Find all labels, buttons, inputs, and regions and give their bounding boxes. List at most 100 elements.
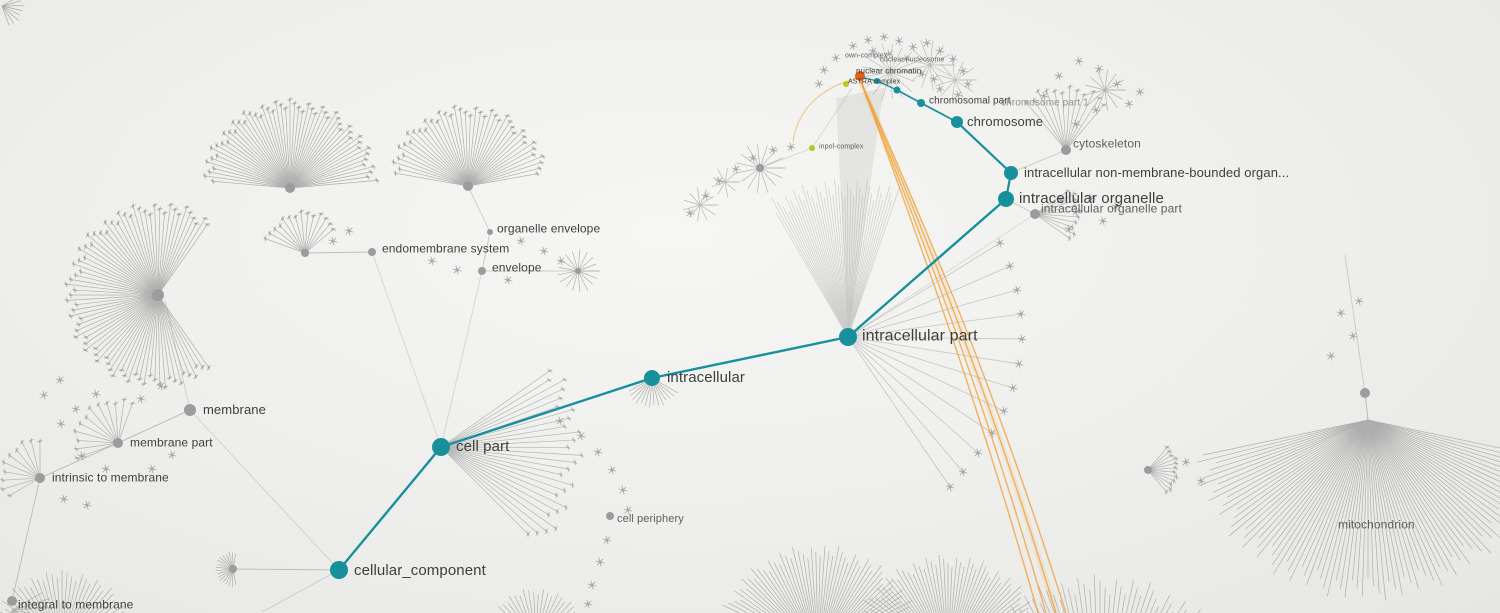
graph-node-gray[interactable] xyxy=(229,565,237,573)
term-burst-glyph xyxy=(595,557,605,567)
term-burst-glyph xyxy=(1326,351,1336,361)
node-label-integral-to-membrane[interactable]: integral to membrane xyxy=(18,597,134,612)
term-burst-glyph xyxy=(167,450,177,460)
graph-node-gray[interactable] xyxy=(1061,145,1071,155)
term-burst-glyph xyxy=(587,580,597,590)
node-label-envelope[interactable]: envelope xyxy=(492,260,542,275)
term-burst-glyph xyxy=(56,419,66,429)
graph-node-gray[interactable] xyxy=(152,289,164,301)
radial-fan xyxy=(1147,445,1179,495)
node-label-chromosomal-part[interactable]: chromosomal part xyxy=(929,95,1011,107)
node-label-own-complex[interactable]: own-complex xyxy=(845,52,888,60)
graph-node-gray[interactable] xyxy=(285,183,295,193)
graph-node-gray[interactable] xyxy=(1030,209,1040,219)
node-label-mitochondrion[interactable]: mitochondrion xyxy=(1338,517,1415,532)
graph-node-gray[interactable] xyxy=(301,249,309,257)
graph-node-cellular-component[interactable] xyxy=(330,561,348,579)
graph-node-gray[interactable] xyxy=(606,512,614,520)
term-burst-glyph xyxy=(768,145,778,155)
term-burst-glyph xyxy=(583,599,593,609)
term-burst-glyph xyxy=(1005,261,1015,271)
term-burst-glyph xyxy=(91,389,101,399)
node-label-inpol-complex[interactable]: inpol-complex xyxy=(819,143,864,151)
term-burst-glyph xyxy=(731,164,741,174)
term-burst-glyph xyxy=(1354,296,1364,306)
nodes-layer xyxy=(7,71,1370,606)
node-label-membrane[interactable]: membrane xyxy=(203,402,266,418)
term-burst-glyph xyxy=(814,79,824,89)
intracellular-part-spokes xyxy=(847,242,1023,488)
term-burst-glyph xyxy=(503,275,513,285)
radial-fan xyxy=(263,209,336,254)
graph-node-chromosomal-part[interactable] xyxy=(917,99,925,107)
radial-fan xyxy=(440,368,584,537)
term-burst-glyph xyxy=(328,236,338,246)
radial-fan xyxy=(860,43,918,101)
graph-node-cell-part[interactable] xyxy=(432,438,450,456)
graph-node-chromatin-link-2[interactable] xyxy=(874,78,880,84)
term-burst-glyph xyxy=(556,256,566,266)
term-burst-glyph xyxy=(1012,285,1022,295)
node-label-nuclear-nucleosome[interactable]: nuclear nucleosome xyxy=(880,56,945,64)
graph-node-gray[interactable] xyxy=(463,181,473,191)
node-label-chromosome[interactable]: chromosome xyxy=(967,114,1044,130)
node-label-astra-complex[interactable]: ASTRA complex xyxy=(848,78,901,86)
term-burst-glyph xyxy=(136,394,146,404)
node-label-organelle-envelope[interactable]: organelle envelope xyxy=(497,221,601,236)
term-burst-glyph xyxy=(901,54,911,64)
term-burst-glyph xyxy=(848,41,858,51)
graph-node-intracellular-part[interactable] xyxy=(839,328,857,346)
radial-fan xyxy=(935,59,978,100)
node-label-cell-periphery[interactable]: cell periphery xyxy=(617,512,684,525)
term-burst-glyph xyxy=(884,49,894,59)
node-label-cell-part[interactable]: cell part xyxy=(456,438,510,456)
graph-node-chromatin-link-1[interactable] xyxy=(893,86,901,94)
radial-fan xyxy=(72,397,136,461)
graph-node-gray[interactable] xyxy=(1360,388,1370,398)
term-burst-glyph xyxy=(82,500,92,510)
node-label-intracellular-part[interactable]: intracellular part xyxy=(862,327,978,345)
node-label-intracellular[interactable]: intracellular xyxy=(667,369,745,387)
graph-node-gray[interactable] xyxy=(575,268,581,274)
node-label-membrane-part[interactable]: membrane part xyxy=(130,435,213,450)
graph-node-gray[interactable] xyxy=(756,164,764,172)
term-burst-glyph xyxy=(868,46,878,56)
graph-node-intracellular-non-membrane-bounded-organelle[interactable] xyxy=(1004,166,1018,180)
graph-node-intracellular[interactable] xyxy=(644,370,660,386)
node-label-cytoskeleton[interactable]: cytoskeleton xyxy=(1073,136,1141,151)
node-label-intracellular-non-membrane-bounded-organelle[interactable]: intracellular non-membrane-bounded organ… xyxy=(1024,165,1290,181)
graph-node-gray[interactable] xyxy=(368,248,376,256)
term-burst-glyph xyxy=(1016,309,1026,319)
graph-node-gray[interactable] xyxy=(7,596,17,606)
node-label-cellular-component[interactable]: cellular_component xyxy=(354,562,486,580)
graph-node-inpol-node[interactable] xyxy=(809,145,815,151)
graph-node-gray[interactable] xyxy=(487,229,493,235)
node-label-intracellular-organelle-part[interactable]: intracellular organelle part xyxy=(1041,201,1182,216)
node-label-intracellular-organelle[interactable]: intracellular organelle xyxy=(1019,190,1164,208)
node-label-endomembrane-system[interactable]: endomembrane system xyxy=(382,241,510,256)
graph-node-intracellular-organelle[interactable] xyxy=(998,191,1014,207)
term-burst-glyph xyxy=(786,142,796,152)
term-burst-glyph xyxy=(1348,331,1358,341)
term-burst-glyph xyxy=(1017,334,1027,344)
term-burst-glyph xyxy=(819,65,829,75)
graph-node-nuclear-chromatin-node[interactable] xyxy=(855,71,865,81)
term-burst-glyph xyxy=(963,79,973,89)
graph-node-gray[interactable] xyxy=(1144,466,1152,474)
graph-node-chromosome[interactable] xyxy=(951,116,963,128)
graph-node-gray[interactable] xyxy=(184,404,196,416)
term-burst-glyph xyxy=(71,404,81,414)
node-label-intrinsic-to-membrane[interactable]: intrinsic to membrane xyxy=(52,470,169,485)
term-burst-glyph xyxy=(945,482,955,492)
node-label-nuclear-chromatin[interactable]: nuclear chromatin xyxy=(856,66,922,76)
graph-node-gray[interactable] xyxy=(478,267,486,275)
radial-fan xyxy=(0,437,43,498)
term-burst-glyph xyxy=(576,431,586,441)
node-label-chromosome-part-1[interactable]: chromosome part 1 xyxy=(1001,97,1089,109)
graph-node-astra-node[interactable] xyxy=(843,81,849,87)
graph-node-gray[interactable] xyxy=(113,438,123,448)
term-burst-glyph xyxy=(452,265,462,275)
term-burst-glyph xyxy=(958,66,968,76)
graph-node-gray[interactable] xyxy=(35,473,45,483)
